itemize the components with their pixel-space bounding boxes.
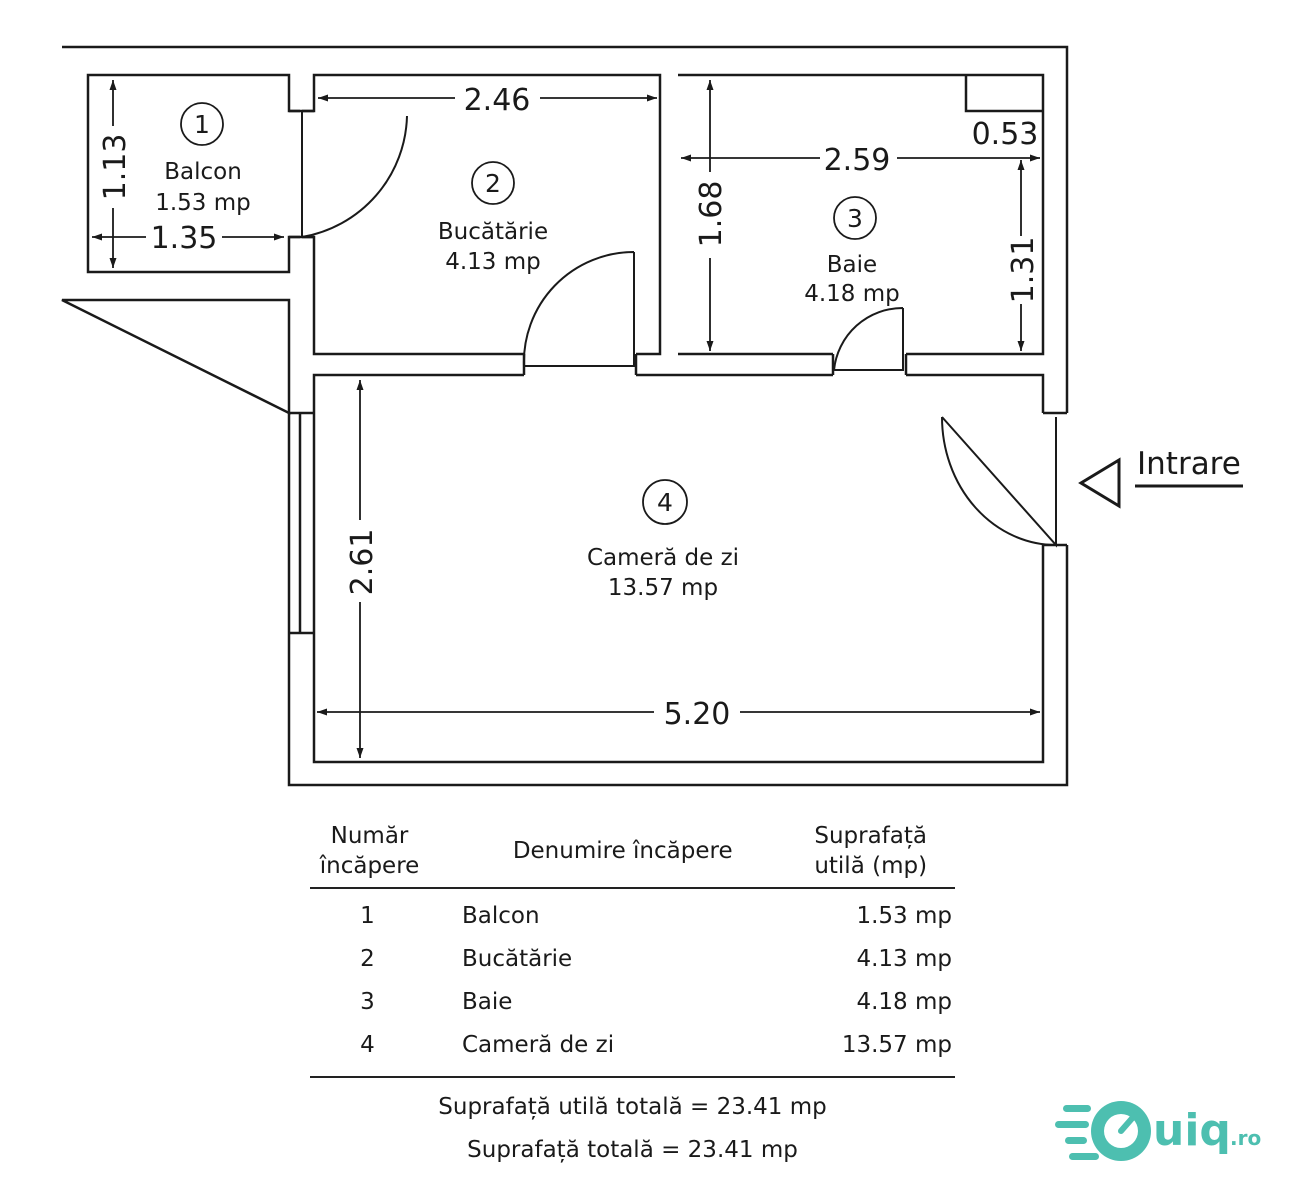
row-area: 13.57 mp xyxy=(841,1031,952,1058)
room-number: 1 xyxy=(194,110,210,139)
dimension-labels: 1.13 1.35 2.46 1.68 2.59 0.53 1.31 2.61 … xyxy=(98,83,1041,732)
room-number-circle xyxy=(642,479,688,525)
quiq-logo: uiq .ro xyxy=(1055,1101,1261,1161)
logo-suffix: .ro xyxy=(1230,1126,1261,1150)
room-area: 4.18 mp xyxy=(804,281,900,307)
row-name: Baie xyxy=(462,988,513,1015)
row-area: 4.18 mp xyxy=(856,988,952,1015)
room-number: 3 xyxy=(847,204,863,233)
room-number-circle xyxy=(471,161,515,205)
room-name: Balcon xyxy=(164,159,242,185)
row-number: 1 xyxy=(360,902,375,929)
room-area: 1.53 mp xyxy=(155,190,251,216)
row-area: 4.13 mp xyxy=(856,945,952,972)
dim-bucatarie-width: 2.46 xyxy=(464,83,531,118)
header-number: Număr încăpere xyxy=(319,823,420,879)
room-area: 13.57 mp xyxy=(608,575,718,601)
room-name: Baie xyxy=(827,252,877,278)
row-name: Cameră de zi xyxy=(462,1031,615,1058)
row-name: Bucătărie xyxy=(462,945,573,972)
header-area: Suprafață utilă (mp) xyxy=(814,823,928,879)
entrance-label: Intrare xyxy=(1137,446,1241,482)
baie-niche xyxy=(964,75,1043,113)
row-number: 2 xyxy=(360,945,375,972)
doors xyxy=(301,111,1057,548)
room-number: 2 xyxy=(485,169,501,198)
dim-camera-width: 5.20 xyxy=(664,697,731,732)
entrance-arrow-icon xyxy=(1078,457,1121,509)
table-row: 2 Bucătărie 4.13 mp xyxy=(310,937,955,980)
dimension-lines xyxy=(92,80,1040,758)
total-useful-area: Suprafață utilă totală = 23.41 mp xyxy=(438,1094,827,1120)
room-number: 4 xyxy=(657,488,673,517)
window-left xyxy=(287,411,316,635)
door-entrance xyxy=(941,416,1057,548)
room-legend-table: Număr încăpere Denumire încăpere Suprafa… xyxy=(310,815,955,1172)
dim-camera-height: 2.61 xyxy=(345,529,380,596)
header-name: Denumire încăpere xyxy=(512,838,733,864)
room-name: Cameră de zi xyxy=(587,545,739,571)
floor-plan: Intrare 1.13 1.35 2.46 1.68 2.59 0.53 1.… xyxy=(61,45,1243,787)
room-name: Bucătărie xyxy=(438,219,548,245)
room-area: 4.13 mp xyxy=(445,249,541,275)
totals: Suprafață utilă totală = 23.41 mp Supraf… xyxy=(310,1086,955,1172)
dim-balcon-height: 1.13 xyxy=(98,134,133,201)
table-row: 3 Baie 4.18 mp xyxy=(310,980,955,1023)
dim-balcon-width: 1.35 xyxy=(151,221,218,256)
logo-text: uiq xyxy=(1153,1105,1231,1156)
balcon-inner-wall xyxy=(86,73,300,274)
outer-wall-outline xyxy=(61,45,1069,787)
camera-inner-wall xyxy=(312,373,1045,764)
door-balcon xyxy=(301,111,408,238)
total-area: Suprafață totală = 23.41 mp xyxy=(467,1137,798,1163)
room-labels: 1 Balcon 1.53 mp 2 Bucătărie 4.13 mp 3 B… xyxy=(155,102,900,601)
row-name: Balcon xyxy=(462,902,540,929)
door-bucatarie xyxy=(522,251,635,367)
dim-baie-niche: 0.53 xyxy=(972,117,1039,152)
row-number: 3 xyxy=(360,988,375,1015)
door-jambs xyxy=(289,109,1067,547)
baie-inner-wall xyxy=(678,73,1045,356)
dim-baie-right-height: 1.31 xyxy=(1006,237,1041,304)
dim-baie-height: 1.68 xyxy=(694,181,729,248)
row-number: 4 xyxy=(360,1031,375,1058)
dim-baie-width: 2.59 xyxy=(824,143,891,178)
legend-header: Număr încăpere Denumire încăpere Suprafa… xyxy=(310,815,955,889)
legend-rows: 1 Balcon 1.53 mp 2 Bucătărie 4.13 mp 3 B… xyxy=(310,889,955,1078)
row-area: 1.53 mp xyxy=(856,902,952,929)
table-row: 1 Balcon 1.53 mp xyxy=(310,894,955,937)
door-baie xyxy=(833,306,904,371)
room-number-circle xyxy=(180,102,224,146)
entrance-marker: Intrare xyxy=(1078,446,1243,509)
room-number-circle xyxy=(833,196,877,240)
table-row: 4 Cameră de zi 13.57 mp xyxy=(310,1023,955,1066)
